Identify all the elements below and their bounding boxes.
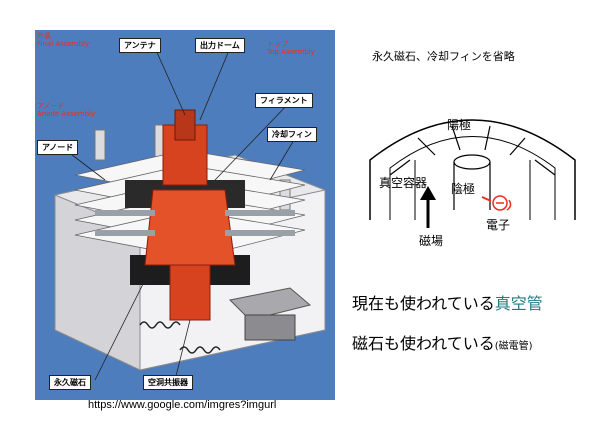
- magnetic-field-label: 磁場: [419, 234, 444, 248]
- anode-vanes: [389, 125, 556, 176]
- callout-antenna: アンテナ: [119, 38, 161, 53]
- source-url: https://www.google.com/imgres?imgurl: [88, 399, 277, 411]
- anode-label: 陽極: [447, 118, 472, 132]
- callout-cavity-resonator: 空洞共振器: [143, 375, 193, 390]
- filament-springs: [139, 321, 221, 354]
- electron-label: 電子: [486, 218, 511, 232]
- vacuum-tube-highlight: 真空管: [494, 294, 543, 313]
- callout-filament: フィラメント: [255, 93, 313, 108]
- omission-note: 永久磁石、冷却フィンを省略: [372, 50, 515, 63]
- magnetron-illustration: [54, 47, 326, 381]
- vacuum-vessel-label: 真空容器: [379, 176, 428, 190]
- final-assembly-label: 外装 Final Assembly: [37, 32, 90, 48]
- statement-vacuum-tube: 現在も使われている真空管: [352, 294, 543, 313]
- magnetic-field-arrow: [420, 186, 436, 200]
- cathode-label: 陰極: [451, 182, 476, 196]
- magnetron-schematic: [369, 119, 576, 228]
- magnetron-cutaway-photo: アンテナ 出力ドーム フィラメント 冷却フィン アノード 永久磁石 空洞共振器 …: [35, 30, 335, 400]
- cathode-cylinder: [453, 154, 491, 170]
- top-assembly-label: トップ Top Assembly: [267, 40, 315, 56]
- magnetron-note: (磁電管): [494, 341, 533, 352]
- callout-cooling-fin: 冷却フィン: [267, 127, 317, 142]
- anode-outline: [369, 119, 576, 220]
- statement-magnet: 磁石も使われている(磁電管): [352, 334, 533, 353]
- callout-permanent-magnet: 永久磁石: [49, 375, 91, 390]
- callout-output-dome: 出力ドーム: [195, 38, 245, 53]
- callout-anode: アノード: [37, 140, 79, 155]
- anode-assembly-label: アノード Anode Assembly: [37, 102, 96, 118]
